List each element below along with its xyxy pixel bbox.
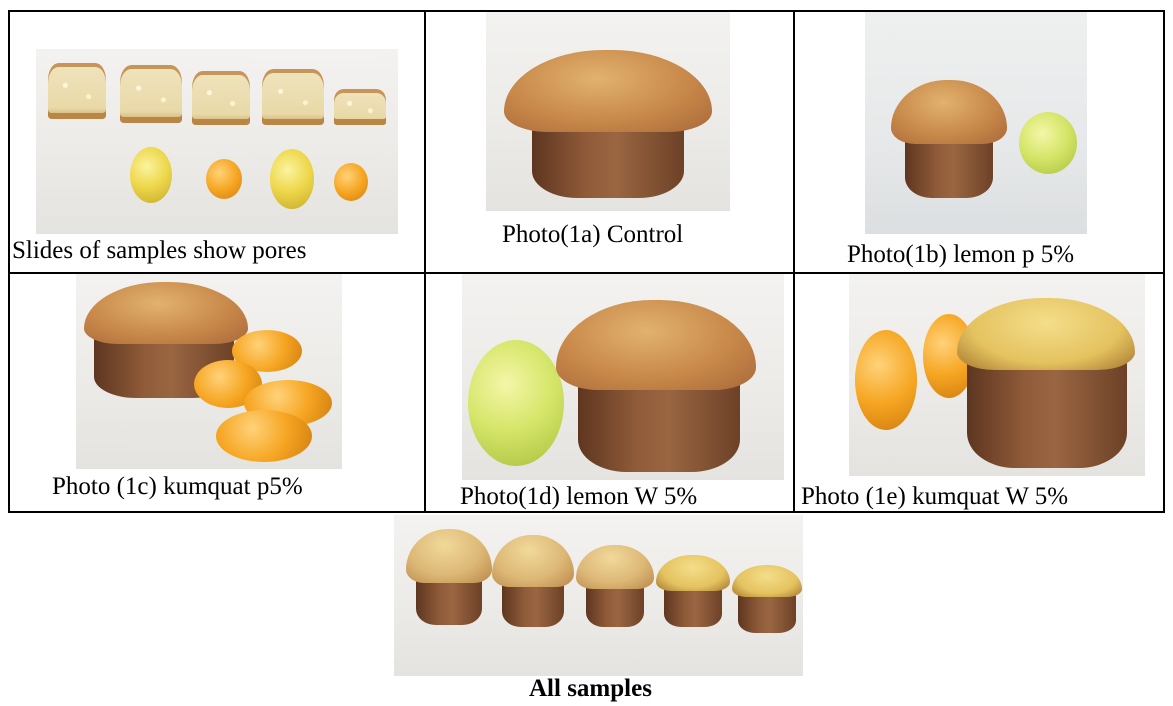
caption-1b: Photo(1b) lemon p 5% — [847, 241, 1075, 268]
photo-1c — [76, 274, 342, 469]
photo-1e — [849, 274, 1145, 476]
cell-slides: Slides of samples show pores — [10, 12, 424, 272]
muffin — [576, 545, 654, 627]
kumquat — [206, 159, 242, 199]
cell-1b: Photo(1b) lemon p 5% — [795, 12, 1163, 272]
caption-1d: Photo(1d) lemon W 5% — [460, 483, 698, 510]
muffin — [504, 50, 712, 200]
muffin — [406, 529, 492, 625]
kumquat — [855, 330, 917, 430]
muffin — [957, 298, 1135, 470]
kumquat — [334, 163, 368, 201]
caption-1a: Photo(1a) Control — [502, 221, 684, 248]
cell-1d: Photo(1d) lemon W 5% — [426, 274, 793, 511]
table-divider-2 — [793, 10, 795, 513]
muffin — [556, 300, 756, 474]
caption-slides: Slides of samples show pores — [12, 237, 307, 264]
caption-1c: Photo (1c) kumquat p5% — [52, 473, 303, 500]
cake-slice — [334, 89, 386, 125]
lemon — [1019, 112, 1077, 174]
cell-1a: Photo(1a) Control — [426, 12, 793, 272]
muffin — [84, 282, 248, 398]
table-border-bottom — [8, 511, 1165, 513]
slides-photo — [36, 49, 398, 234]
table-border-middle — [8, 272, 1165, 274]
cake-slice — [262, 69, 324, 125]
table-border-left — [8, 10, 10, 513]
table-divider-1 — [424, 10, 426, 513]
photo-1b — [865, 12, 1087, 234]
cell-1c: Photo (1c) kumquat p5% — [10, 274, 424, 511]
cake-slice — [120, 65, 182, 123]
muffin — [732, 565, 802, 633]
muffin — [891, 80, 1007, 200]
cake-slice — [48, 63, 106, 119]
muffin — [656, 555, 730, 627]
kumquat — [216, 410, 312, 462]
caption-all-samples: All samples — [529, 675, 652, 702]
photo-all-samples — [394, 515, 803, 676]
muffin — [492, 535, 574, 627]
lemon — [270, 149, 314, 209]
lemon — [468, 340, 564, 466]
photo-1d — [462, 274, 784, 480]
table-border-right — [1163, 10, 1165, 513]
caption-1e: Photo (1e) kumquat W 5% — [801, 483, 1069, 510]
cell-1e: Photo (1e) kumquat W 5% — [795, 274, 1163, 511]
lemon — [130, 147, 172, 203]
photo-1a — [486, 12, 730, 211]
photo-grid-table: Slides of samples show pores Photo(1a) C… — [8, 10, 1165, 513]
table-border-top — [8, 10, 1165, 12]
cake-slice — [192, 71, 250, 125]
